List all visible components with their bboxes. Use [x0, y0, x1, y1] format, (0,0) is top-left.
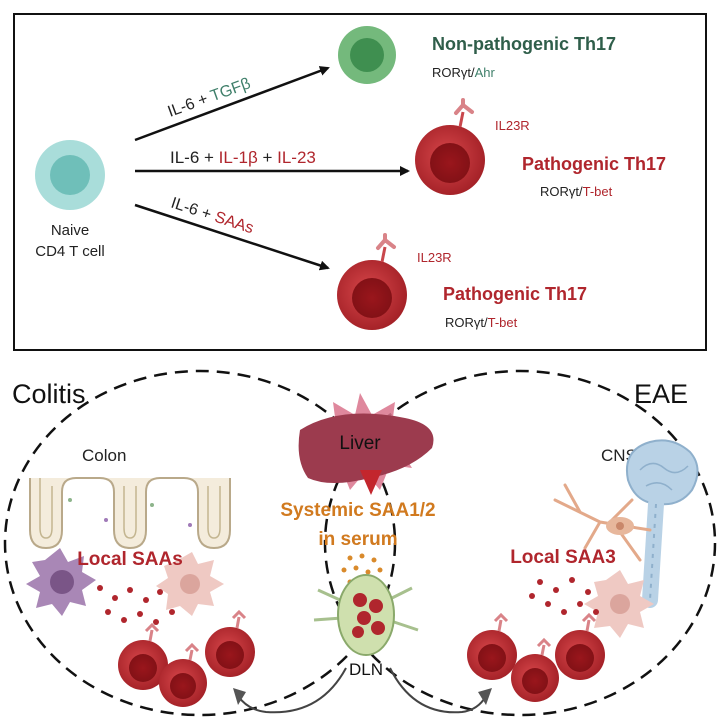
arrow-dln-to-colon: [237, 667, 347, 714]
pathogenic-cell-icon: [118, 622, 168, 690]
naive-label-line2: CD4 T cell: [35, 243, 104, 260]
brain-spinal-cord-icon: [626, 439, 699, 608]
pathogenic-cell-icon: [555, 612, 605, 680]
pathogenic-cell-icon: [511, 637, 559, 702]
pathogenic-cell-icon: [467, 612, 517, 680]
non-pathogenic-title: Non-pathogenic Th17: [432, 34, 616, 54]
arrowhead-left-icon: [233, 688, 246, 705]
naive-label-line1: Naive: [51, 222, 89, 239]
arrow-dln-to-cns: [389, 667, 487, 714]
saa-dots-left: [97, 585, 175, 625]
pathogenic-th17-cell-icon: [337, 233, 407, 330]
dln-label: DLN: [349, 660, 383, 679]
arrow-non-pathogenic: [134, 66, 330, 142]
dendritic-cell-icon: [26, 548, 96, 616]
microglia-icon: [584, 570, 654, 638]
il23r-label-1: IL23R: [495, 118, 530, 133]
liver-label: Liver: [339, 433, 381, 454]
arrowhead-right-icon: [478, 688, 492, 705]
eae-title: EAE: [634, 379, 688, 409]
colon-label: Colon: [82, 446, 126, 465]
pathogenic-title-2: Pathogenic Th17: [443, 284, 587, 304]
pathogenic-cell-icon: [159, 642, 207, 707]
non-pathogenic-th17-cell-icon: [338, 26, 396, 84]
il23r-label-2: IL23R: [417, 250, 452, 265]
macrophage-icon: [156, 552, 224, 616]
pathogenic-th17-cell-icon: [415, 98, 485, 195]
pathogenic-markers-2: RORγt/T-bet: [445, 315, 518, 330]
arrow-label-il1b-il23: IL-6 + IL-1β + IL-23: [170, 148, 316, 167]
arrow-pathogenic-saa: [134, 203, 330, 271]
pathogenic-cell-icon: [205, 609, 255, 677]
colitis-title: Colitis: [12, 379, 86, 409]
liver-icon: [298, 393, 434, 495]
lymph-node-icon: [313, 574, 419, 656]
local-saa3-label: Local SAA3: [510, 547, 616, 568]
systemic-saa-line2: in serum: [318, 529, 397, 550]
neuron-icon: [553, 483, 652, 562]
eae-dashed-region: [323, 369, 717, 717]
saa-dots-right: [529, 577, 599, 615]
local-saas-label: Local SAAs: [77, 549, 183, 570]
pathogenic-title-1: Pathogenic Th17: [522, 154, 666, 174]
colitis-dashed-region: [3, 369, 397, 717]
pathogenic-markers-1: RORγt/T-bet: [540, 184, 613, 199]
naive-cd4-t-cell-icon: [35, 140, 105, 210]
colon-villi-icon: [29, 477, 231, 550]
non-pathogenic-markers: RORγt/Ahr: [432, 65, 496, 80]
systemic-saa-line1: Systemic SAA1/2: [280, 500, 435, 521]
